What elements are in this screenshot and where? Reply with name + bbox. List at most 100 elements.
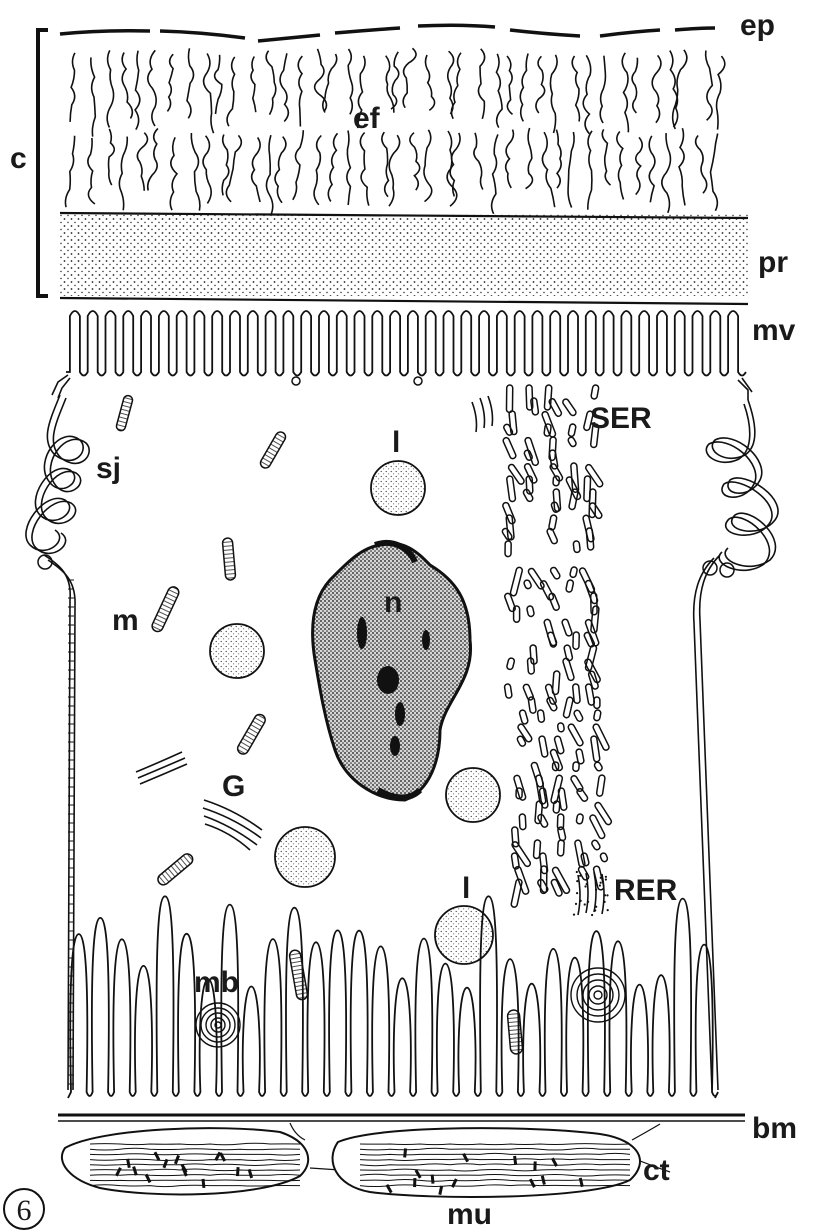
er-tubule: [503, 423, 514, 436]
filament: [109, 129, 115, 185]
filament: [275, 137, 286, 203]
filament: [70, 53, 75, 122]
ribosome: [584, 903, 586, 905]
er-tubule: [523, 579, 532, 589]
filament: [389, 135, 400, 206]
er-tubule: [539, 736, 549, 758]
er-tubule: [547, 631, 558, 646]
er-tubule: [563, 697, 574, 719]
figure-number: 6: [17, 1194, 32, 1227]
er-tubule: [530, 398, 538, 416]
ribosome: [595, 906, 597, 908]
er-tubule: [502, 502, 516, 525]
filament: [492, 134, 498, 213]
filament: [187, 48, 194, 118]
filament: [137, 133, 147, 191]
filament: [526, 128, 533, 189]
filament: [323, 54, 337, 113]
ribosome: [576, 892, 578, 894]
filament: [536, 56, 545, 113]
ribosome: [580, 900, 582, 902]
filament: [266, 135, 272, 214]
er-tubule: [591, 606, 599, 633]
filament: [711, 134, 718, 211]
er-tubule: [524, 437, 539, 466]
er-tubule: [527, 567, 545, 590]
filament: [314, 136, 321, 205]
ribosome: [575, 903, 577, 905]
filament: [424, 130, 432, 202]
filament: [679, 128, 685, 205]
er-tubule: [591, 839, 601, 851]
epicuticular-filaments: [65, 48, 724, 214]
filament: [148, 129, 158, 191]
filament: [348, 49, 352, 114]
filament: [204, 54, 214, 134]
figure-number-badge: 6: [4, 1189, 44, 1229]
filament: [298, 56, 302, 126]
er-tubule: [537, 710, 545, 723]
ribosome: [594, 909, 596, 911]
er-tubule: [562, 658, 574, 681]
ribosome: [591, 914, 593, 916]
er-tubule: [519, 814, 526, 830]
ribosome: [600, 882, 602, 884]
ribosome: [599, 884, 601, 886]
filament: [425, 55, 434, 110]
er-tubule: [593, 761, 603, 772]
filament: [520, 54, 528, 122]
ribosome: [604, 894, 606, 896]
er-tubule: [573, 762, 580, 772]
label-n: n: [384, 586, 402, 619]
procuticle: [60, 213, 748, 304]
filament: [167, 54, 173, 111]
filament: [447, 131, 457, 206]
ribosome: [573, 914, 575, 916]
filament: [496, 54, 502, 128]
filament: [403, 48, 416, 107]
er-tubule: [546, 527, 558, 544]
filament: [474, 133, 483, 190]
filament: [706, 51, 713, 121]
filament: [227, 57, 235, 126]
filament: [696, 136, 707, 194]
er-tubule: [519, 709, 529, 724]
label-mb: mb: [194, 966, 239, 999]
er-tubule: [537, 813, 549, 828]
filament: [622, 53, 628, 133]
er-tubule: [562, 398, 577, 417]
er-tubule: [568, 424, 576, 437]
filament: [572, 56, 579, 122]
filament: [122, 53, 132, 119]
filament: [65, 136, 74, 207]
label-pr: pr: [758, 246, 788, 279]
filament: [652, 55, 661, 122]
ribosome: [587, 901, 589, 903]
filament: [583, 55, 590, 133]
er-tubule: [507, 463, 525, 485]
er-tubule: [502, 437, 516, 460]
label-ep: ep: [740, 9, 775, 42]
er-tubule: [505, 541, 511, 557]
ribosome: [600, 877, 602, 879]
filament: [410, 133, 420, 190]
filament: [203, 136, 211, 204]
filament: [135, 51, 140, 130]
ribosome: [576, 871, 578, 873]
er-tubule: [593, 710, 601, 722]
filament: [293, 130, 304, 200]
ribosome: [586, 883, 588, 885]
er-tubule: [594, 801, 613, 825]
filament: [215, 55, 222, 114]
er-tubule: [557, 840, 564, 856]
filament: [506, 130, 514, 188]
er-tubule: [573, 541, 580, 553]
basal-infoldings: [68, 896, 718, 1098]
ribosome: [595, 889, 597, 891]
filament: [280, 53, 288, 121]
er-tubule: [550, 749, 564, 772]
er-tubule: [567, 436, 577, 447]
er-tubule: [569, 566, 577, 578]
filament: [507, 56, 513, 114]
filament: [550, 55, 557, 133]
